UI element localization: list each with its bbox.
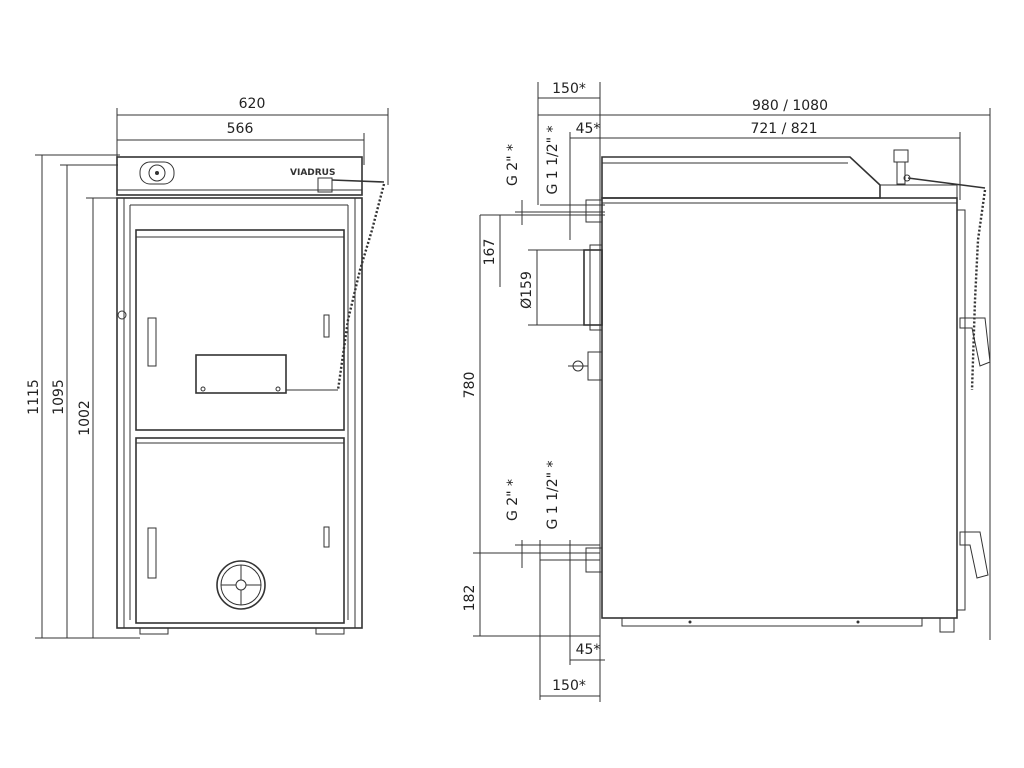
dim-620: 620 bbox=[116, 96, 389, 185]
dim-167: 167 bbox=[480, 214, 605, 287]
brand-logo: VIADRUS bbox=[290, 168, 335, 178]
side-view: 150* 980 / 1080 721 / 821 45* G 2" * G 1… bbox=[462, 81, 991, 702]
dim-150-bottom-label: 150* bbox=[552, 678, 586, 694]
dim-780: 780 bbox=[462, 215, 481, 553]
dim-780-label: 780 bbox=[462, 372, 478, 399]
dim-620-label: 620 bbox=[239, 96, 266, 112]
front-body bbox=[116, 197, 363, 629]
dim-182: 182 bbox=[462, 552, 600, 637]
front-view: 620 566 1115 1095 1002 bbox=[26, 96, 389, 639]
foot-right bbox=[315, 627, 345, 635]
draught-regulator-side bbox=[893, 149, 986, 189]
lower-door-handle bbox=[147, 527, 157, 579]
top-connection-fitting bbox=[585, 199, 603, 223]
front-top-cover bbox=[116, 156, 363, 196]
conn-bottom-b-label: G 1 1/2" * bbox=[545, 460, 561, 529]
dim-1002: 1002 bbox=[77, 197, 118, 638]
draught-regulator bbox=[317, 177, 333, 193]
dim-45-top-label: 45* bbox=[576, 121, 601, 137]
dim-45-bottom: 45* bbox=[570, 642, 605, 661]
flue-outlet bbox=[583, 249, 603, 326]
door-hinge bbox=[117, 310, 127, 320]
dim-150-top-label: 150* bbox=[552, 81, 586, 97]
side-base bbox=[621, 617, 923, 627]
dim-1095: 1095 bbox=[51, 164, 118, 638]
dim-1095-label: 1095 bbox=[51, 379, 67, 415]
bottom-connection-fitting bbox=[585, 547, 603, 573]
dim-159: Ø159 bbox=[519, 249, 600, 326]
regulator-chain bbox=[336, 183, 386, 391]
upper-door bbox=[135, 229, 345, 431]
upper-door-handle-side bbox=[959, 317, 991, 367]
dim-45-bottom-label: 45* bbox=[576, 642, 601, 658]
dim-566: 566 bbox=[117, 121, 365, 165]
dim-721: 721 / 821 bbox=[599, 82, 961, 640]
dim-1115: 1115 bbox=[26, 154, 140, 639]
dim-980: 980 / 1080 bbox=[538, 98, 991, 640]
upper-door-handle bbox=[147, 317, 157, 367]
thermometer-gauge bbox=[139, 161, 175, 185]
back-valve bbox=[568, 351, 603, 381]
lower-door bbox=[135, 437, 345, 624]
regulator-chain-side bbox=[970, 189, 987, 391]
air-flap bbox=[195, 354, 287, 394]
dim-1115-label: 1115 bbox=[26, 379, 42, 415]
dim-1002-label: 1002 bbox=[77, 400, 93, 436]
side-body bbox=[601, 197, 958, 619]
foot-left bbox=[139, 627, 169, 635]
dim-45-top: 45* bbox=[569, 121, 601, 240]
air-rosette bbox=[216, 560, 266, 610]
dim-150-top: 150* bbox=[537, 81, 600, 205]
conn-top-a-label: G 2" * bbox=[505, 144, 521, 186]
dim-566-label: 566 bbox=[227, 121, 254, 137]
dim-721-label: 721 / 821 bbox=[750, 121, 817, 137]
lower-door-handle-side bbox=[959, 531, 989, 579]
dim-980-label: 980 / 1080 bbox=[752, 98, 828, 114]
dim-167-label: 167 bbox=[482, 239, 498, 266]
conn-top-b-label: G 1 1/2" * bbox=[545, 125, 561, 194]
dim-150-bottom: 150* bbox=[540, 640, 601, 702]
side-top-cover bbox=[601, 156, 881, 199]
conn-bottom-a-label: G 2" * bbox=[505, 479, 521, 521]
dim-159-label: Ø159 bbox=[519, 271, 535, 309]
dim-182-label: 182 bbox=[462, 585, 478, 612]
